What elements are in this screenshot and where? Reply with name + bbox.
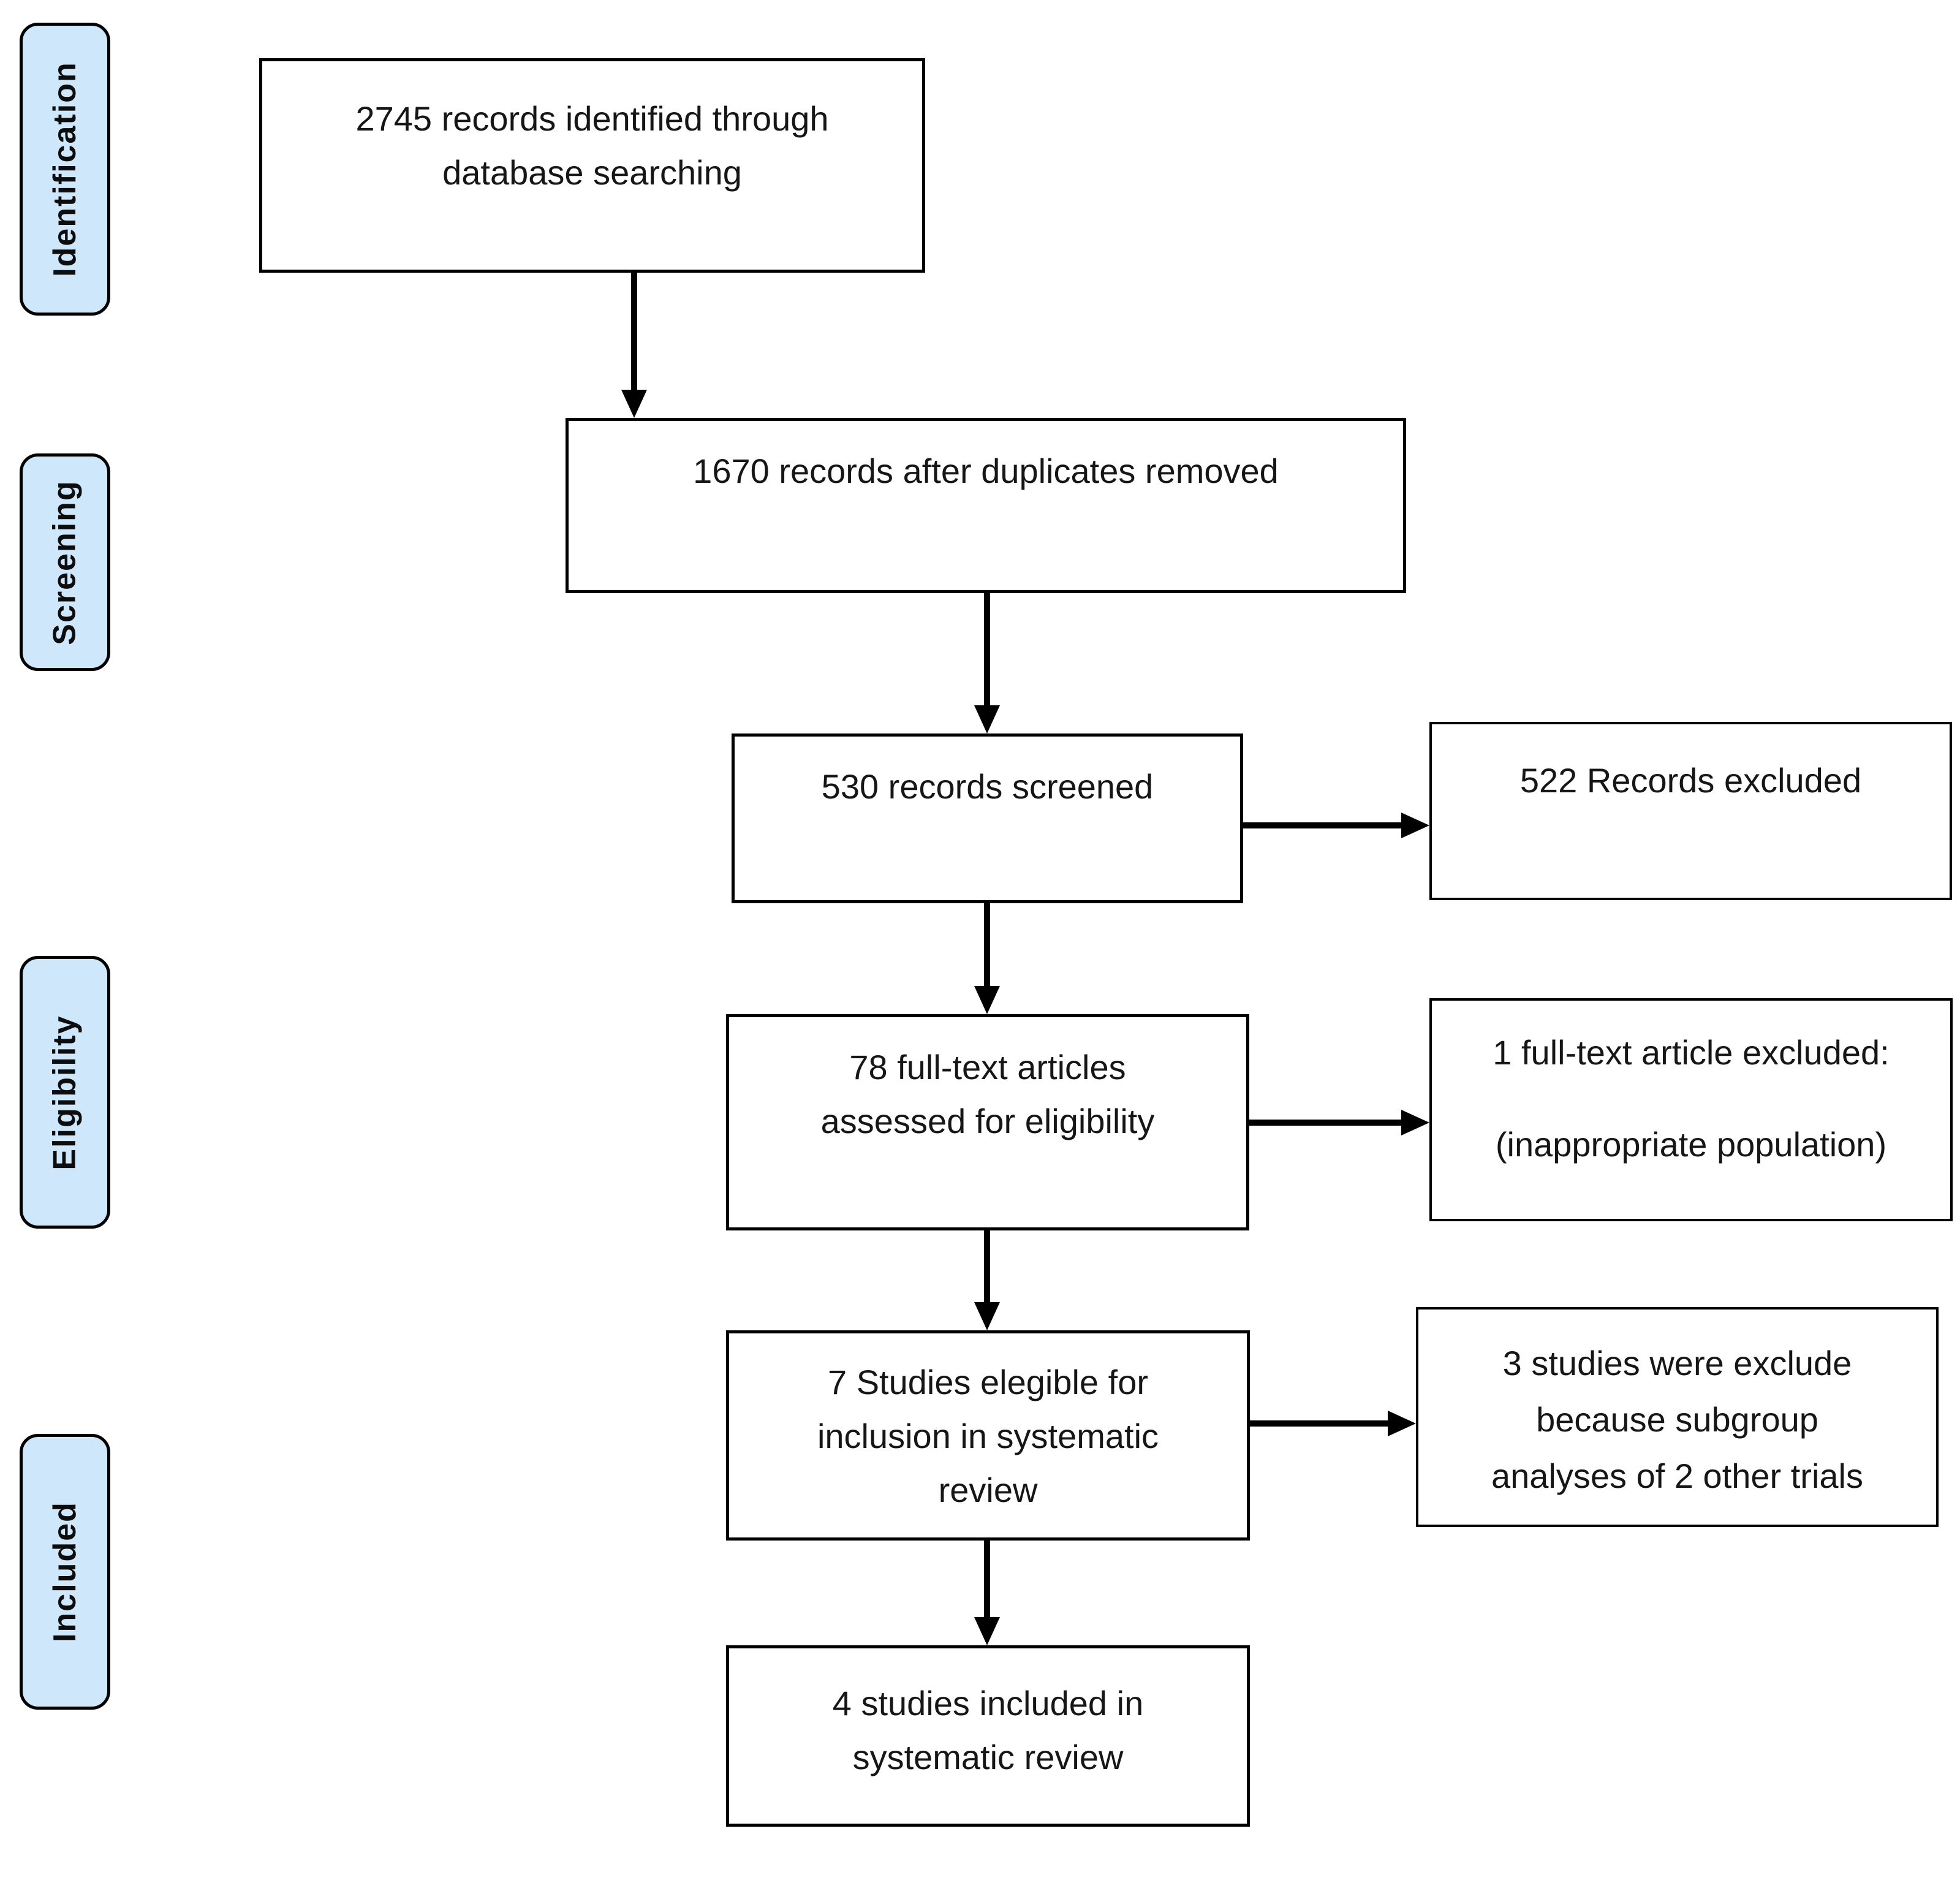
box-records-excluded: 522 Records excluded — [1429, 722, 1952, 900]
arrow-down-screened-to-fulltext — [984, 903, 990, 986]
phase-label-identification: Identification — [47, 61, 83, 277]
box-records-identified: 2745 records identified through database… — [259, 58, 925, 273]
phase-label-included: Included — [47, 1501, 83, 1642]
arrow-down-identified-to-deduplicated — [631, 273, 637, 390]
arrow-down-eligible-to-included — [984, 1541, 990, 1617]
box-fulltext-assessed: 78 full-text articles assessed for eligi… — [726, 1014, 1249, 1230]
phase-box-screening: Screening — [20, 453, 110, 671]
phase-box-identification: Identification — [20, 23, 110, 316]
phase-label-eligibility: Eligibility — [47, 1014, 83, 1170]
box-records-screened: 530 records screened — [732, 733, 1243, 903]
phase-box-included: Included — [20, 1434, 110, 1710]
arrow-right-fulltext-to-excluded — [1249, 1120, 1401, 1126]
arrow-down-deduplicated-to-screened — [984, 593, 990, 705]
arrow-right-screened-to-excluded — [1243, 822, 1401, 828]
box-studies-eligible: 7 Studies elegible for inclusion in syst… — [726, 1330, 1250, 1541]
arrow-right-eligible-to-excluded — [1250, 1420, 1388, 1427]
arrow-down-fulltext-to-eligible — [984, 1230, 990, 1302]
box-records-after-duplicates: 1670 records after duplicates removed — [566, 418, 1406, 593]
box-studies-included: 4 studies included in systematic review — [726, 1645, 1250, 1827]
phase-label-screening: Screening — [47, 479, 83, 645]
phase-box-eligibility: Eligibility — [20, 956, 110, 1229]
box-fulltext-excluded: 1 full-text article excluded: (inappropr… — [1429, 998, 1953, 1221]
box-studies-excluded: 3 studies were exclude because subgroup … — [1416, 1307, 1939, 1527]
